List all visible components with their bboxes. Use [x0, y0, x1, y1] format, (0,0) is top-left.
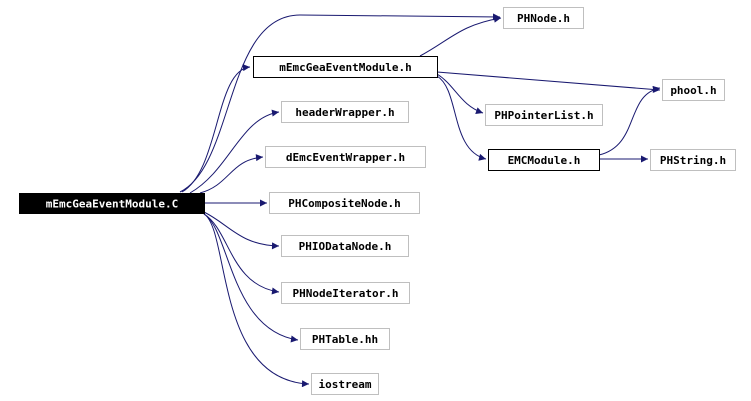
node-box	[265, 146, 426, 168]
node-label: dEmcEventWrapper.h	[286, 151, 405, 164]
edge-mEmcGea-to-emcmodule	[436, 75, 487, 161]
node-box	[281, 235, 409, 257]
node-box	[650, 149, 736, 171]
edge-root-to-dEmcEvent	[199, 154, 264, 194]
node-box	[281, 101, 409, 123]
node-box	[19, 193, 205, 214]
node-label: PHNodeIterator.h	[293, 287, 399, 300]
node-box	[662, 79, 725, 101]
edge-mEmcGea-to-phool	[436, 71, 661, 93]
edge-root-to-iostream	[203, 213, 310, 388]
node-label: phool.h	[670, 84, 716, 97]
node-phpointer[interactable]: PHPointerList.h	[485, 104, 603, 126]
node-mEmcGea[interactable]: mEmcGeaEventModule.h	[253, 56, 438, 78]
node-box	[269, 192, 420, 214]
edge-root-to-phnodeiter	[203, 213, 280, 295]
node-label: iostream	[319, 378, 372, 391]
node-box	[488, 149, 600, 171]
node-root: mEmcGeaEventModule.C	[19, 193, 205, 214]
node-label: PHNode.h	[517, 12, 570, 25]
node-label: EMCModule.h	[508, 154, 581, 167]
edge-root-to-mEmcGea	[181, 64, 251, 193]
node-phnode[interactable]: PHNode.h	[503, 7, 584, 29]
node-box	[503, 7, 584, 29]
node-phool[interactable]: phool.h	[662, 79, 725, 101]
edge-root-to-headerWrapper	[189, 109, 280, 194]
node-box	[281, 282, 410, 304]
nodes-layer: mEmcGeaEventModule.C PHNode.h mEmcGeaEvent…	[19, 7, 736, 395]
edges-layer	[179, 13, 661, 388]
node-emcmodule[interactable]: EMCModule.h	[488, 149, 600, 171]
node-label: PHIODataNode.h	[299, 240, 392, 253]
node-label: PHString.h	[660, 154, 726, 167]
node-label: PHTable.hh	[312, 333, 378, 346]
node-dEmcEvent[interactable]: dEmcEventWrapper.h	[265, 146, 426, 168]
node-label: PHPointerList.h	[494, 109, 593, 122]
node-phnodeiter[interactable]: PHNodeIterator.h	[281, 282, 410, 304]
node-label: mEmcGeaEventModule.C	[46, 198, 178, 211]
node-headerWrapper[interactable]: headerWrapper.h	[281, 101, 409, 123]
node-phtable[interactable]: PHTable.hh	[300, 328, 390, 350]
node-phcomposite[interactable]: PHCompositeNode.h	[269, 192, 420, 214]
node-phstring[interactable]: PHString.h	[650, 149, 736, 171]
edge-root-to-phtable	[203, 213, 299, 343]
node-label: PHCompositeNode.h	[288, 197, 401, 210]
edge-root-to-phnode	[179, 13, 501, 193]
edge-root-to-phiodata	[203, 211, 280, 250]
node-box	[253, 56, 438, 78]
node-label: mEmcGeaEventModule.h	[279, 61, 411, 74]
edge-mEmcGea-to-phnode	[419, 15, 502, 57]
node-label: headerWrapper.h	[295, 106, 394, 119]
node-box	[485, 104, 603, 126]
node-phiodata[interactable]: PHIODataNode.h	[281, 235, 409, 257]
edge-mEmcGea-to-phpointer	[436, 73, 484, 115]
edge-emcmodule-to-phool	[598, 85, 661, 156]
node-box	[300, 328, 390, 350]
node-iostream[interactable]: iostream	[311, 373, 379, 395]
node-box	[311, 373, 379, 395]
